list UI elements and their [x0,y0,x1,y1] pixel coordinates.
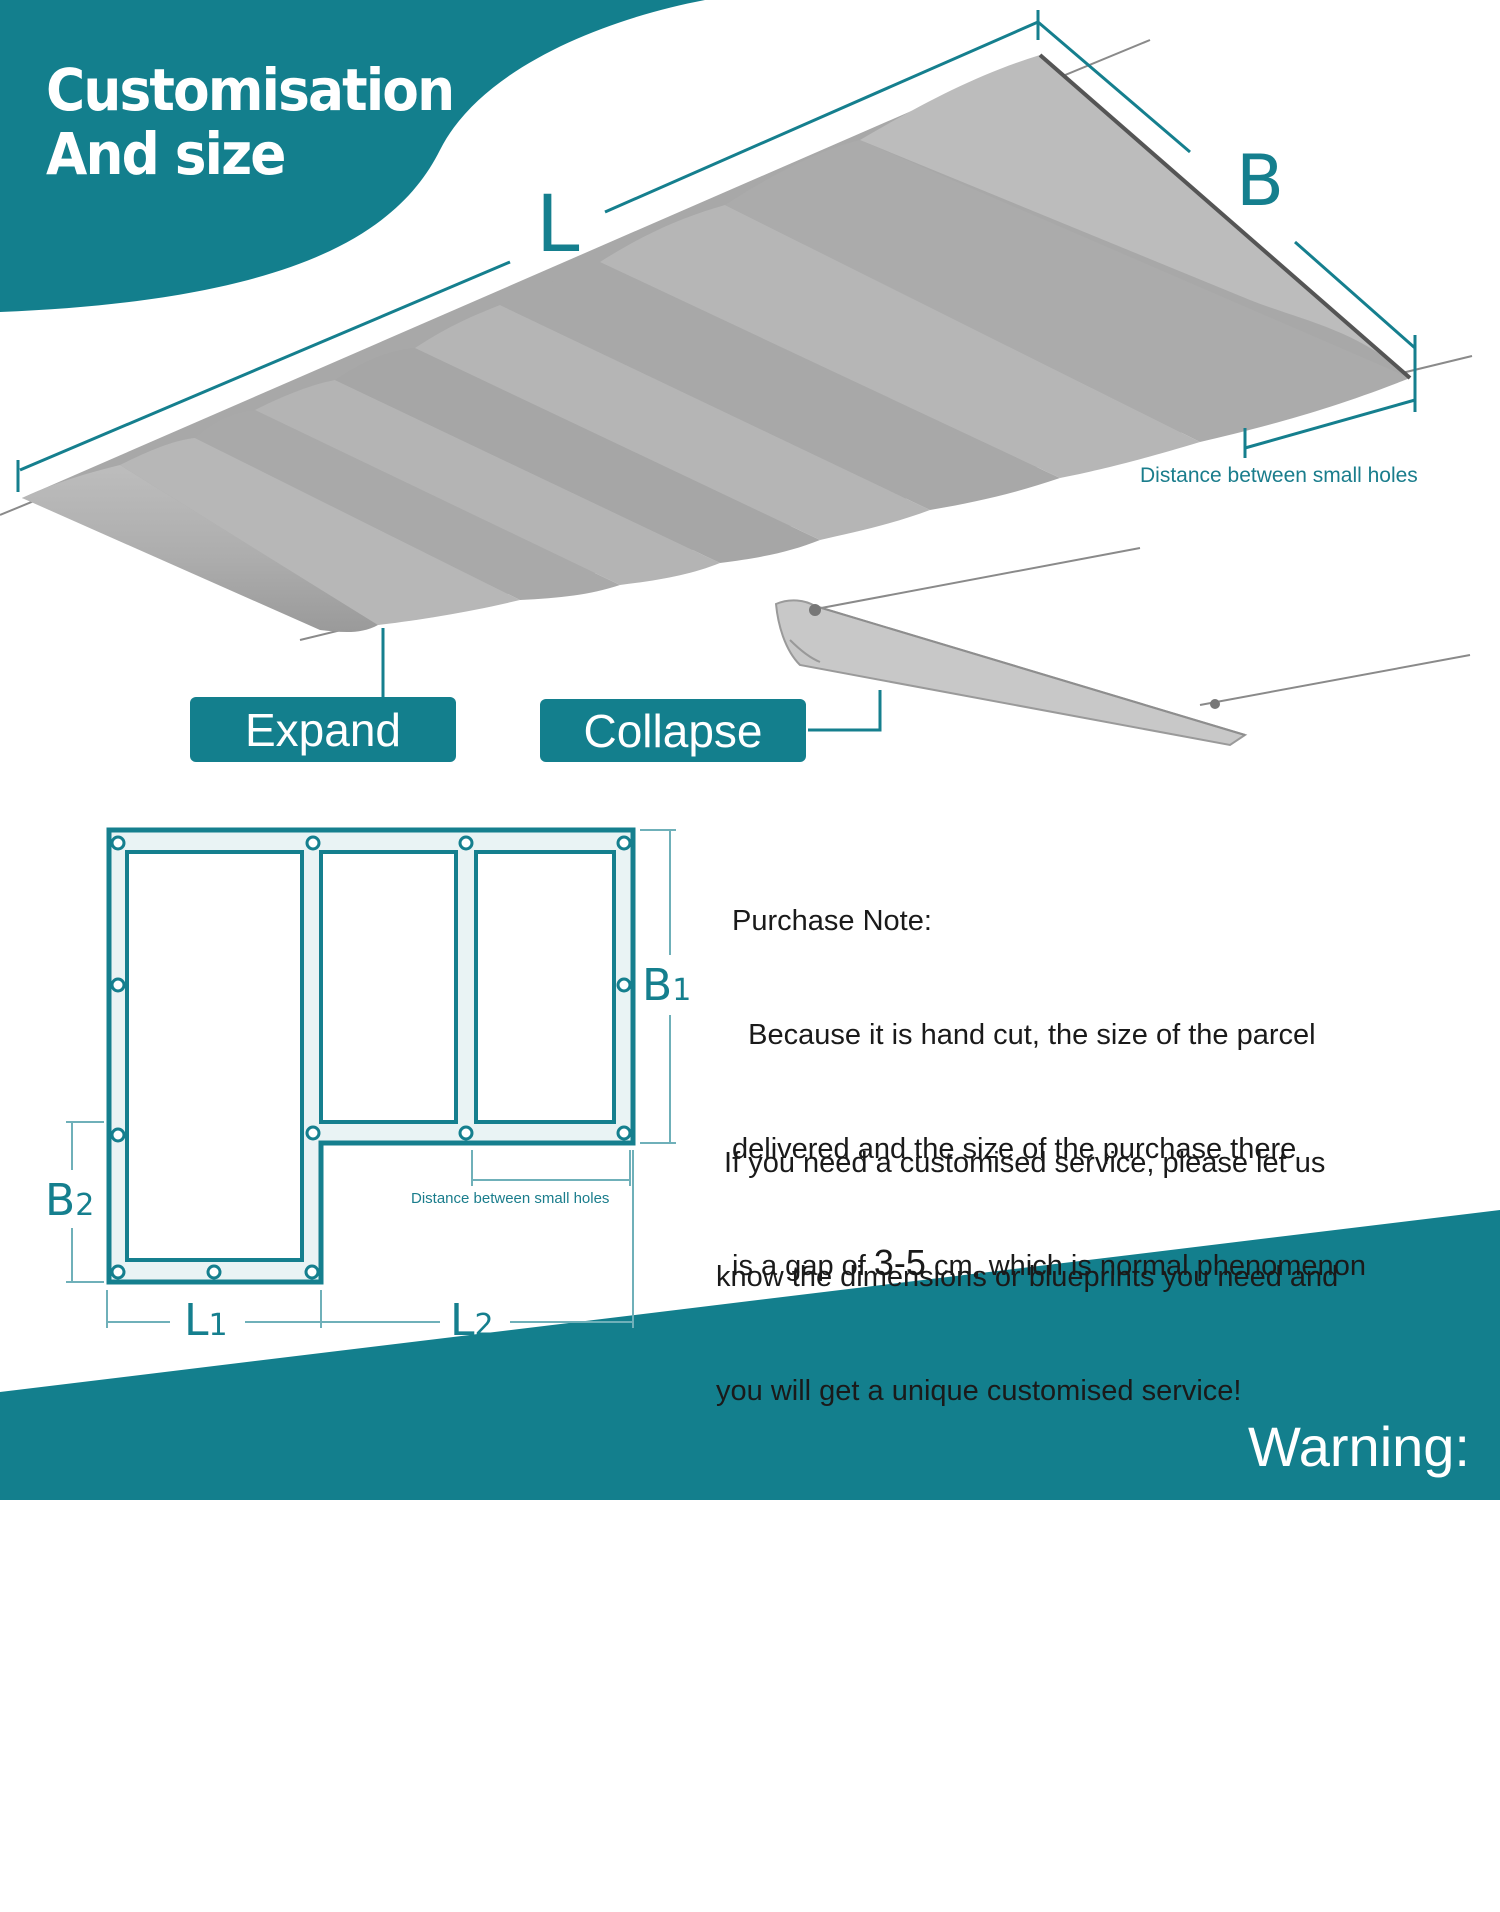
purchase-note: Purchase Note: Because it is hand cut, t… [732,826,1366,1323]
expanded-canopy [22,53,1412,633]
title-line-2: And size [46,120,286,188]
warning-band [0,1210,1500,1500]
warning-line-3: Returnable, please consider carefully! [533,1787,1470,1850]
custom-line-1: If you need a customised service, please… [716,1147,1326,1179]
purchase-note-line-2: delivered and the size of the purchase t… [732,1133,1297,1165]
hole-distance-label-bottom: Distance between small holes [411,1190,610,1207]
warning-text: Warning: Customisation is not Returnable… [533,1292,1470,1912]
grommets [110,835,632,1280]
gap-value: 3-5 [873,1242,926,1283]
blueprint-dimension-lines [66,829,676,1328]
purchase-note-line-3: is a gap of 3-5 cm, which is normal phen… [732,1242,1366,1283]
button-connectors [381,628,882,732]
purchase-note-line-1: Because it is hand cut, the size of the … [732,1019,1316,1051]
l2-label: L2 [450,1295,494,1346]
title-line-1: Customisation [46,56,455,124]
custom-line-2: know the dimensions or blueprints you ne… [716,1261,1339,1293]
expand-button[interactable]: Expand [190,697,456,762]
header-wave [0,0,705,312]
b1-label: B1 [642,960,692,1011]
purchase-note-heading: Purchase Note: [732,905,932,937]
width-label: B [1236,140,1285,222]
l1-label: L1 [184,1295,228,1346]
blueprint-diagram [66,827,676,1328]
custom-line-3: you will get a unique customised service… [716,1375,1242,1407]
custom-service-note: If you need a customised service, please… [716,1068,1338,1448]
page-title: Customisation And size [46,56,455,188]
warning-line-2: Customisation is not [965,1601,1470,1664]
hole-distance-label-top: Distance between small holes [1140,464,1418,487]
b2-label: B2 [45,1175,95,1226]
dimension-lines-top [16,10,1417,492]
product-illustration [0,0,1500,1500]
collapsed-canopy [774,599,1248,747]
length-label: L [536,180,580,270]
collapse-button[interactable]: Collapse [540,699,806,762]
warning-line-1: Warning: [1247,1415,1470,1478]
